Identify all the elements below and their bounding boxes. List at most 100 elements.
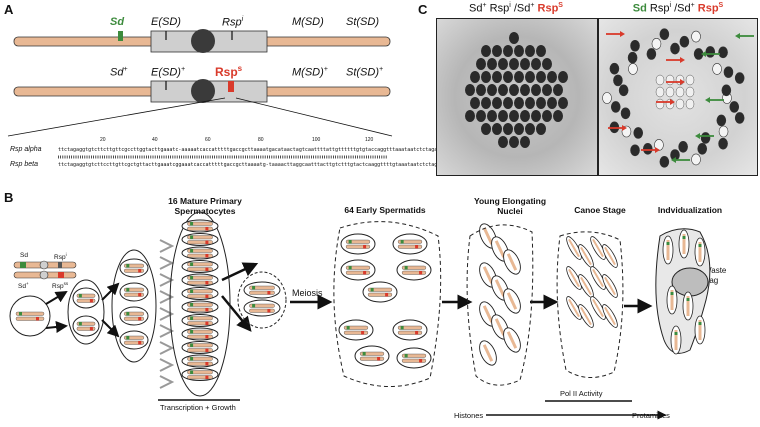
early-spermatid (340, 259, 376, 281)
nucleus-left (492, 71, 502, 83)
sd-mark (190, 276, 194, 280)
cell-chromosome (343, 330, 369, 335)
cell-chromosome (367, 292, 393, 297)
spermatogonium-4 (119, 258, 149, 278)
green-arrowhead (695, 133, 700, 139)
centromere-1 (191, 29, 215, 53)
waste-bag-label: Waste Bag (704, 266, 727, 285)
early-spermatid (396, 347, 432, 369)
rsp-mark (267, 291, 271, 295)
cell-chromosome (249, 303, 275, 308)
nucleus-right (610, 101, 621, 113)
nucleus-left (465, 110, 475, 122)
cell-chromosome (187, 226, 213, 231)
nucleus-left (481, 71, 491, 83)
nucleus-left (542, 110, 552, 122)
red-arrowhead (680, 79, 685, 85)
histones-label: Histones (454, 411, 484, 420)
centromere-2 (191, 79, 215, 103)
nucleus-left (487, 84, 497, 96)
stsd-label: St(SD) (346, 16, 379, 28)
red-arrowhead (620, 31, 625, 37)
rsp-mark (138, 317, 142, 321)
cell-chromosome (397, 244, 423, 249)
cyst-16 (169, 211, 231, 397)
nucleus-left (525, 97, 535, 109)
sd-mark (670, 292, 674, 295)
nucleus-left (465, 84, 475, 96)
sd-mark (404, 266, 408, 270)
rsp-mark (89, 299, 93, 303)
cell-chromosome (187, 294, 213, 299)
nucleus-right (659, 156, 670, 168)
individualizing-chromatin (670, 290, 674, 310)
spermatogonium-4 (119, 330, 149, 350)
sd-mark (190, 316, 194, 320)
cell-chromosome (187, 361, 213, 366)
esd-label: E(SD) (151, 16, 181, 28)
cell-chromosome (345, 270, 371, 275)
cell-chromosome (359, 351, 385, 356)
spermatogonium (72, 315, 100, 337)
rsp-mark (205, 362, 209, 366)
panel-b-letter: B (4, 190, 14, 205)
nucleus-left (558, 71, 568, 83)
rsp-mark (205, 254, 209, 258)
cell-chromosome (187, 329, 213, 334)
cell-chromosome (187, 356, 213, 361)
rsp-mark (361, 331, 365, 335)
sd-mark (348, 240, 352, 244)
cell-chromosome (187, 321, 213, 326)
canoe-chromatin (604, 276, 616, 296)
cell-chromosome (187, 375, 213, 380)
ruler-40: 40 (152, 137, 158, 143)
nucleus-left (536, 97, 546, 109)
nucleus-left (536, 123, 546, 135)
nucleus-left (470, 71, 480, 83)
spermatogonium-4 (119, 306, 149, 326)
elongating-chromatin (494, 279, 506, 297)
sd-mark (400, 326, 404, 330)
canoe-chromatin (604, 246, 616, 266)
sd-mark (686, 298, 690, 301)
rsp-mark (419, 359, 423, 363)
rsp-mark (205, 294, 209, 298)
canoe-chromatin (568, 298, 580, 318)
sd-plus-label: Sd+ (110, 66, 128, 79)
nucleus-left (553, 110, 563, 122)
nucleus-left (525, 123, 535, 135)
sd-marker (118, 31, 123, 41)
cell-chromosome (187, 240, 213, 245)
nucleus-right (721, 84, 732, 97)
nucleus-left (520, 84, 530, 96)
growth-chevron (159, 273, 175, 287)
cell-chromosome (15, 311, 45, 316)
division-arrow (45, 290, 68, 305)
nucleus-left (481, 45, 491, 57)
panel-c-left-title: Sd+ Rspi /Sd+ RspS (469, 2, 563, 15)
nucleus-left (476, 58, 486, 70)
nucleus-right (712, 63, 722, 75)
nucleus-left (542, 84, 552, 96)
nucleus-left (476, 84, 486, 96)
elongating-chromatin (494, 318, 506, 336)
growth-chevron (159, 324, 175, 338)
sd-mark (404, 354, 408, 358)
cell-chromosome (345, 265, 371, 270)
rsp-alpha-label: Rsp alpha (10, 146, 42, 153)
sd-mark (78, 322, 82, 326)
cyst-right (685, 74, 695, 86)
rsp-mark (205, 375, 209, 379)
sd-mark (190, 222, 194, 226)
growth-chevron (159, 307, 175, 321)
elongating-chromatin (482, 227, 494, 245)
canoe-chromatin (580, 276, 592, 296)
cell-chromosome (249, 308, 275, 313)
sd-mark (190, 303, 194, 307)
ruler-20: 20 (100, 137, 106, 143)
nucleus-left (492, 123, 502, 135)
rsp-mark (205, 267, 209, 271)
germline-stem-cell (9, 295, 51, 337)
